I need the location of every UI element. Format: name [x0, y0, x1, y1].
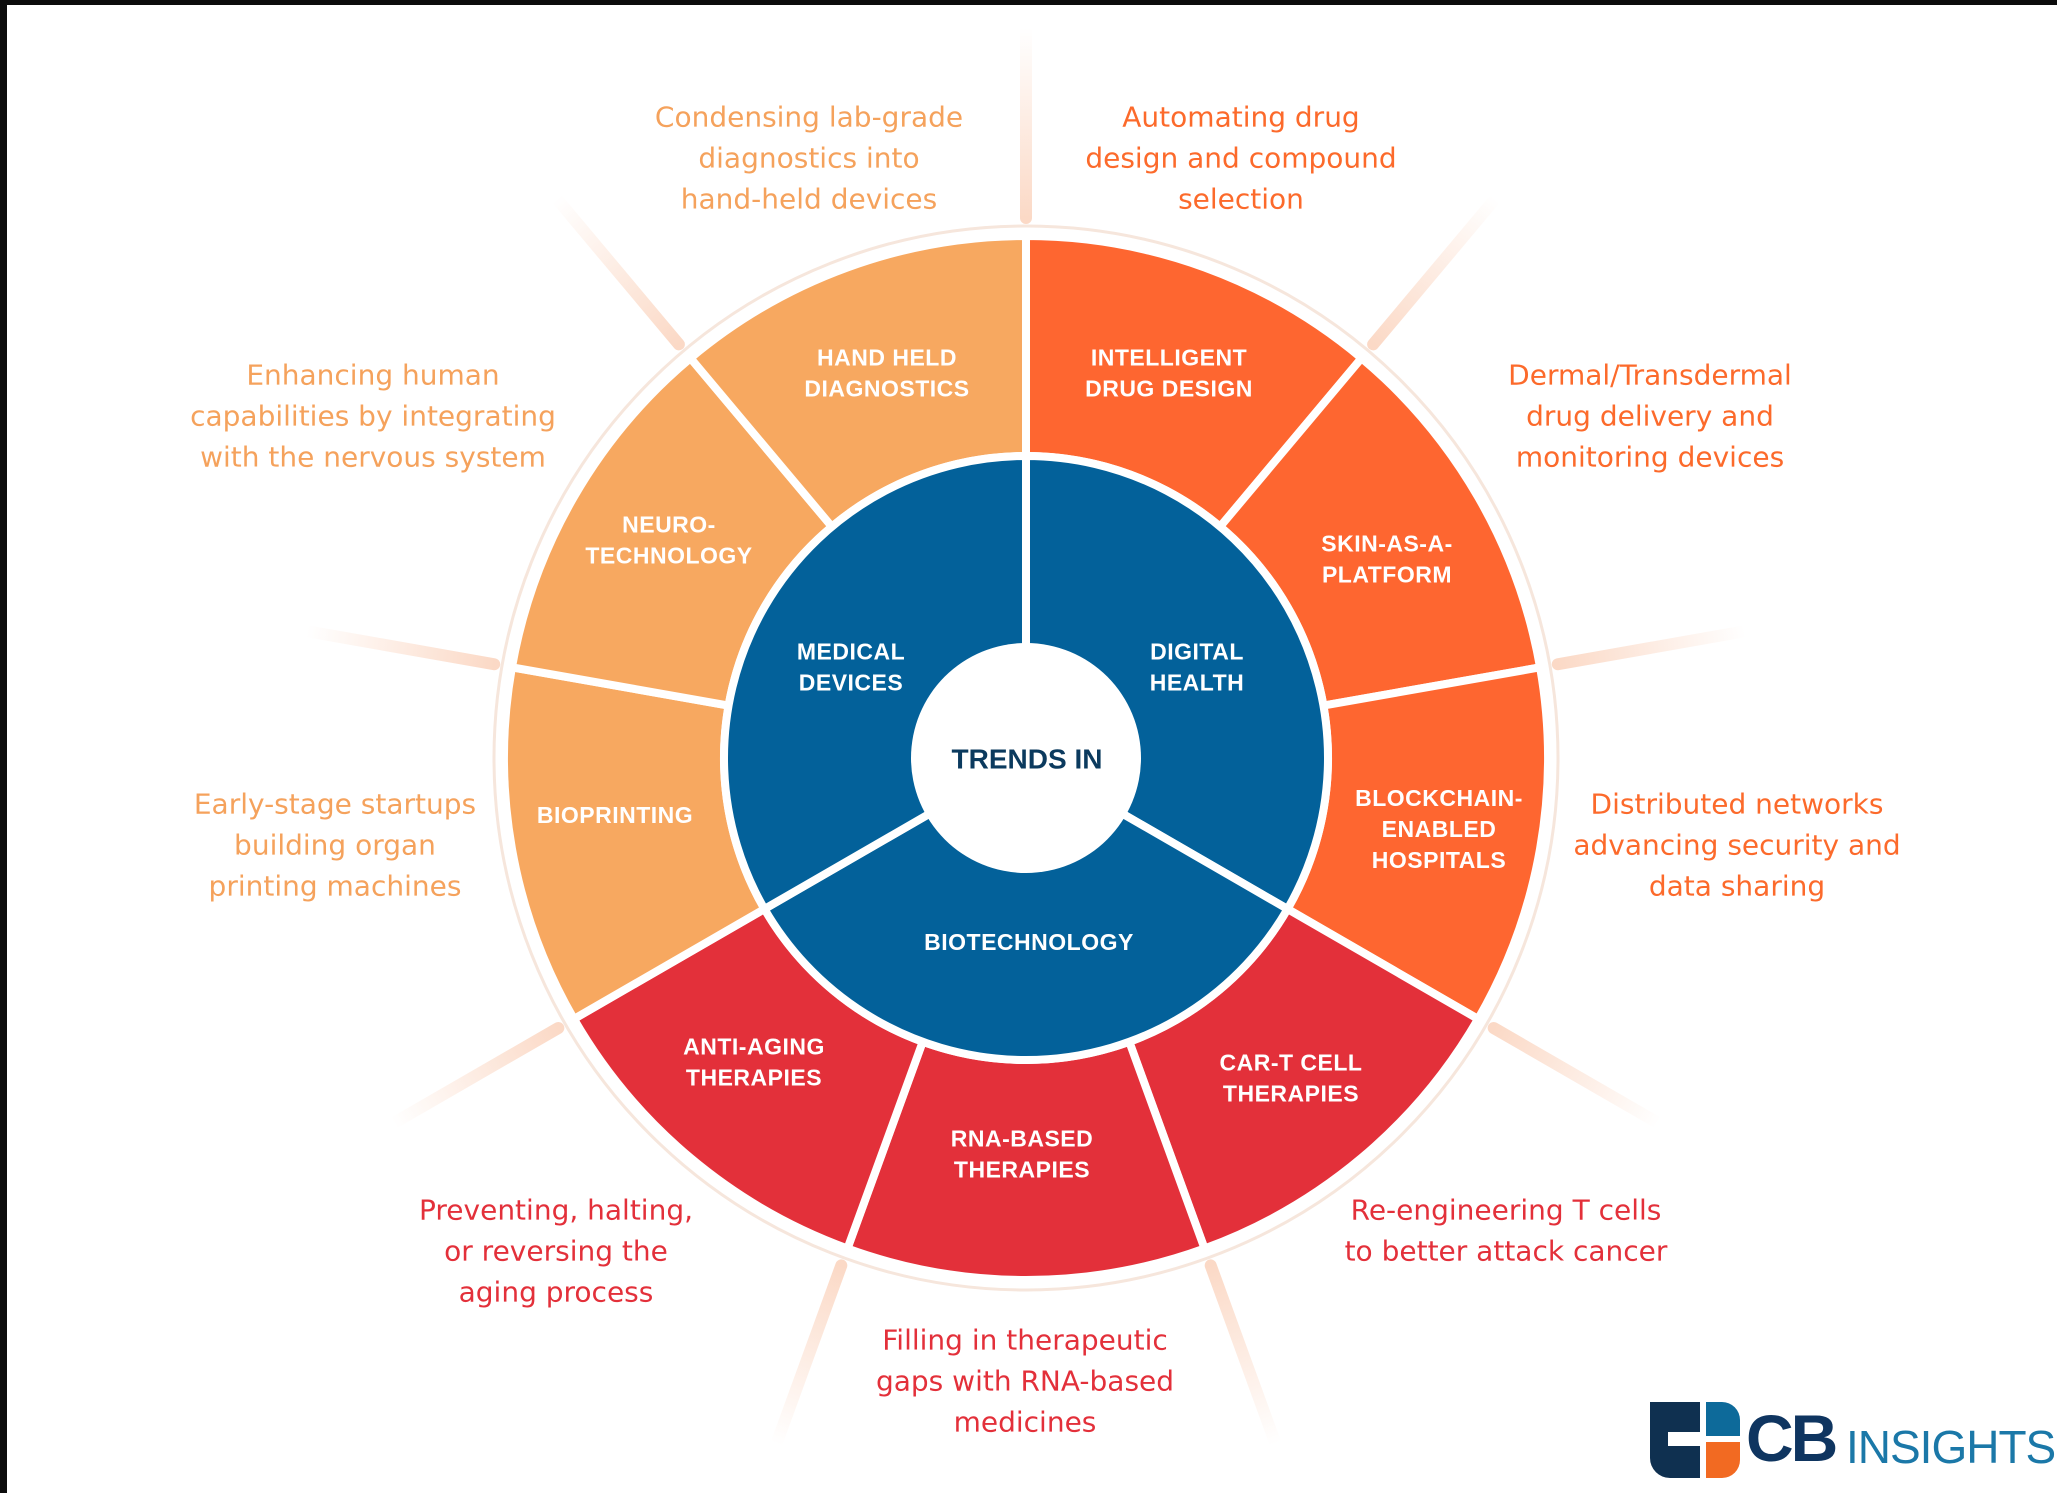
segment-label-neuro-technology: TECHNOLOGY	[585, 543, 752, 569]
ray-line	[770, 1259, 848, 1450]
segment-label-skin-as-a-platform: SKIN-AS-A-	[1321, 531, 1453, 557]
description-neuro-technology: capabilities by integrating	[190, 400, 556, 433]
ray-line	[387, 1022, 565, 1129]
segment-label-blockchain-enabled-hospitals: HOSPITALS	[1372, 847, 1506, 873]
segment-label-anti-aging-therapies: THERAPIES	[686, 1065, 822, 1091]
category-label-digital-health: DIGITAL	[1150, 639, 1244, 665]
segment-label-car-t-cell-therapies: THERAPIES	[1223, 1081, 1359, 1107]
ray-line	[301, 625, 501, 671]
description-hand-held-diagnostics: hand-held devices	[681, 183, 938, 216]
description-hand-held-diagnostics: diagnostics into	[698, 142, 919, 175]
segment-label-intelligent-drug-design: DRUG DESIGN	[1085, 376, 1253, 402]
segment-label-bioprinting: BIOPRINTING	[537, 802, 693, 828]
description-blockchain-enabled-hospitals: advancing security and	[1573, 829, 1900, 862]
segment-label-car-t-cell-therapies: CAR-T CELL	[1220, 1050, 1363, 1076]
segment-label-hand-held-diagnostics: DIAGNOSTICS	[804, 376, 969, 402]
ray-line	[1551, 625, 1751, 671]
segment-label-skin-as-a-platform: PLATFORM	[1322, 562, 1452, 588]
segment-label-intelligent-drug-design: INTELLIGENT	[1091, 345, 1247, 371]
description-anti-aging-therapies: or reversing the	[444, 1235, 668, 1268]
description-blockchain-enabled-hospitals: data sharing	[1649, 870, 1825, 903]
description-intelligent-drug-design: design and compound	[1085, 142, 1396, 175]
logo-block-blue	[1706, 1402, 1740, 1436]
segment-label-rna-based-therapies: RNA-BASED	[951, 1126, 1094, 1152]
segment-label-anti-aging-therapies: ANTI-AGING	[683, 1034, 825, 1060]
description-skin-as-a-platform: Dermal/Transdermal	[1508, 359, 1792, 392]
ray-line	[1204, 1259, 1282, 1450]
description-rna-based-therapies: Filling in therapeutic	[882, 1324, 1168, 1357]
segment-label-neuro-technology: NEURO-	[622, 512, 716, 538]
description-rna-based-therapies: gaps with RNA-based	[876, 1365, 1174, 1398]
description-skin-as-a-platform: drug delivery and	[1526, 400, 1774, 433]
description-intelligent-drug-design: Automating drug	[1122, 101, 1359, 134]
description-anti-aging-therapies: aging process	[459, 1276, 654, 1309]
ray-line	[550, 192, 685, 351]
description-bioprinting: printing machines	[209, 870, 462, 903]
category-label-medical-devices: DEVICES	[799, 670, 903, 696]
ray-line	[1367, 192, 1502, 351]
segment-label-blockchain-enabled-hospitals: ENABLED	[1382, 816, 1497, 842]
category-label-medical-devices: MEDICAL	[797, 639, 905, 665]
logo-text-cb: CB	[1746, 1401, 1836, 1475]
description-car-t-cell-therapies: Re-engineering T cells	[1351, 1194, 1662, 1227]
segment-label-rna-based-therapies: THERAPIES	[954, 1157, 1090, 1183]
description-anti-aging-therapies: Preventing, halting,	[419, 1194, 693, 1227]
cb-insights-logo: CB INSIGHTS	[1650, 1401, 2056, 1478]
description-rna-based-therapies: medicines	[954, 1406, 1097, 1439]
segment-label-blockchain-enabled-hospitals: BLOCKCHAIN-	[1355, 785, 1523, 811]
segment-label-hand-held-diagnostics: HAND HELD	[817, 345, 957, 371]
description-bioprinting: Early-stage startups	[194, 788, 476, 821]
center-title: TRENDS IN	[952, 744, 1103, 775]
description-bioprinting: building organ	[234, 829, 436, 862]
description-neuro-technology: Enhancing human	[246, 359, 499, 392]
description-neuro-technology: with the nervous system	[200, 441, 546, 474]
description-intelligent-drug-design: selection	[1178, 183, 1304, 216]
description-hand-held-diagnostics: Condensing lab-grade	[655, 101, 963, 134]
category-label-digital-health: HEALTH	[1150, 670, 1245, 696]
description-car-t-cell-therapies: to better attack cancer	[1345, 1235, 1668, 1268]
logo-block-orange	[1706, 1442, 1740, 1478]
category-label-biotechnology: BIOTECHNOLOGY	[924, 929, 1134, 955]
logo-text-insights: INSIGHTS	[1846, 1421, 2055, 1473]
center-circle	[911, 643, 1141, 873]
description-skin-as-a-platform: monitoring devices	[1516, 441, 1784, 474]
description-blockchain-enabled-hospitals: Distributed networks	[1591, 788, 1884, 821]
ray-line	[1487, 1022, 1665, 1129]
